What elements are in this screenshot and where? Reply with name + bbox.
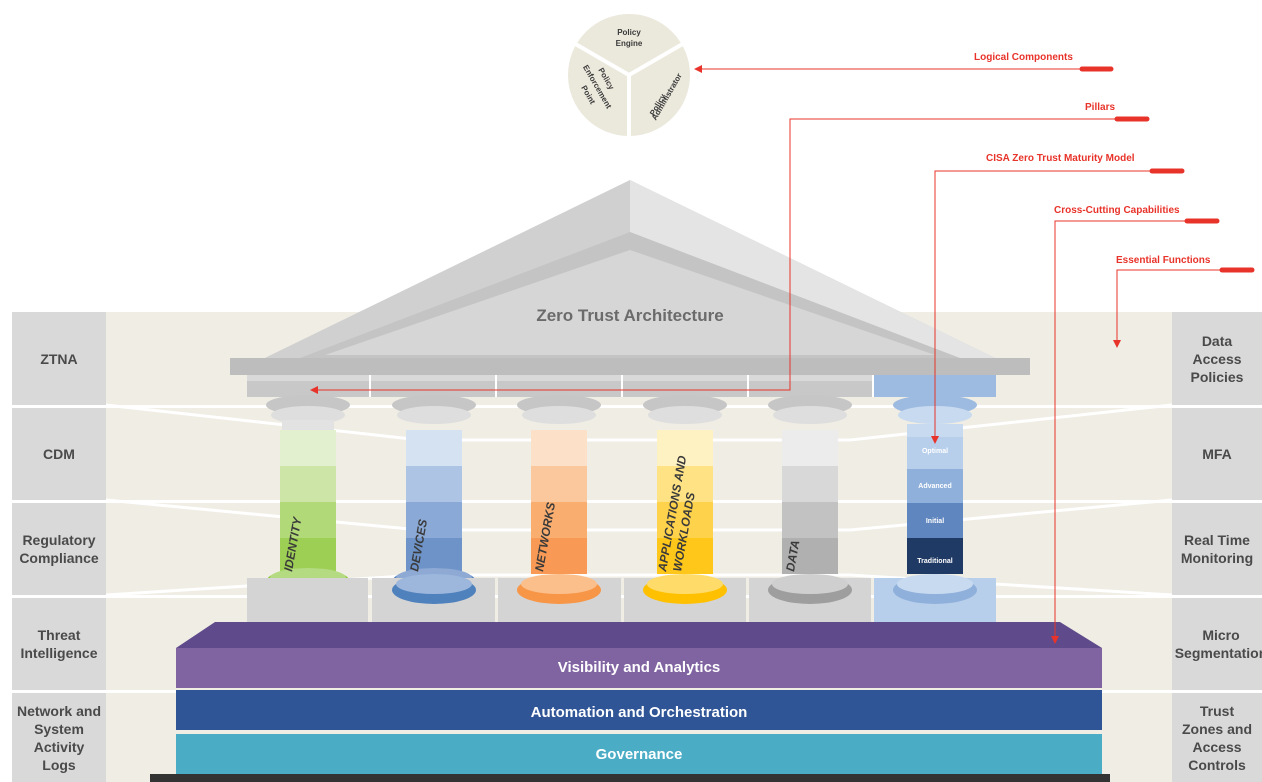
architecture-title: Zero Trust Architecture — [536, 306, 724, 325]
right-function-micro-segmentation: Micro Segmentation — [1172, 598, 1262, 690]
right-function-mfa: MFA — [1172, 408, 1262, 500]
svg-text:Advanced: Advanced — [918, 483, 951, 490]
base-layer — [150, 774, 1110, 782]
annotation-pillars: Pillars — [1085, 102, 1116, 113]
visibility-and-analytics-label: Visibility and Analytics — [557, 659, 721, 676]
visibility-layer-top — [176, 622, 1102, 648]
annotation-essential-functions: Essential Functions — [1116, 255, 1211, 266]
pillar-identity: IDENTITY — [247, 395, 368, 643]
annotation-cross-cutting: Cross-Cutting Capabilities — [1054, 205, 1180, 216]
visibility-layer — [176, 648, 1102, 688]
automation-layer — [176, 690, 1102, 730]
governance-layer — [176, 734, 1102, 774]
left-function-ztna: ZTNA — [12, 312, 106, 405]
svg-text:Initial: Initial — [926, 518, 944, 525]
pillar-devices: DEVICES — [372, 395, 495, 643]
policy-wheel: Policy Engine Policy Administrator Polic… — [566, 12, 692, 140]
annotation-cisa-model: CISA Zero Trust Maturity Model — [986, 153, 1135, 164]
annotation-logical-components: Logical Components — [974, 52, 1073, 63]
svg-text:Traditional: Traditional — [917, 558, 952, 565]
left-function-threat-intelligence: Threat Intelligence — [12, 598, 106, 690]
svg-text:DATA: DATA — [783, 539, 802, 572]
svg-text:Engine: Engine — [616, 39, 643, 48]
governance-label: Governance — [595, 746, 683, 763]
left-function-regulatory-compliance: Regulatory Compliance — [12, 503, 106, 595]
pillar-data: DATA — [749, 395, 871, 643]
left-function-network-logs: Network and System Activity Logs — [12, 693, 106, 782]
svg-text:Optimal: Optimal — [922, 448, 948, 455]
right-function-real-time-monitoring: Real Time Monitoring — [1172, 503, 1262, 595]
left-function-cdm: CDM — [12, 408, 106, 500]
pillar-networks: NETWORKS — [498, 395, 621, 643]
pillar-applications-and-workloads: APPLICATIONS AND WORKLOADS — [624, 395, 746, 643]
right-function-trust-zones: Trust Zones and Access Controls — [1172, 693, 1262, 782]
automation-and-orchestration-label: Automation and Orchestration — [530, 704, 748, 721]
svg-text:Policy: Policy — [617, 28, 641, 37]
right-function-data-access-policies: Data Access Policies — [1172, 312, 1262, 405]
